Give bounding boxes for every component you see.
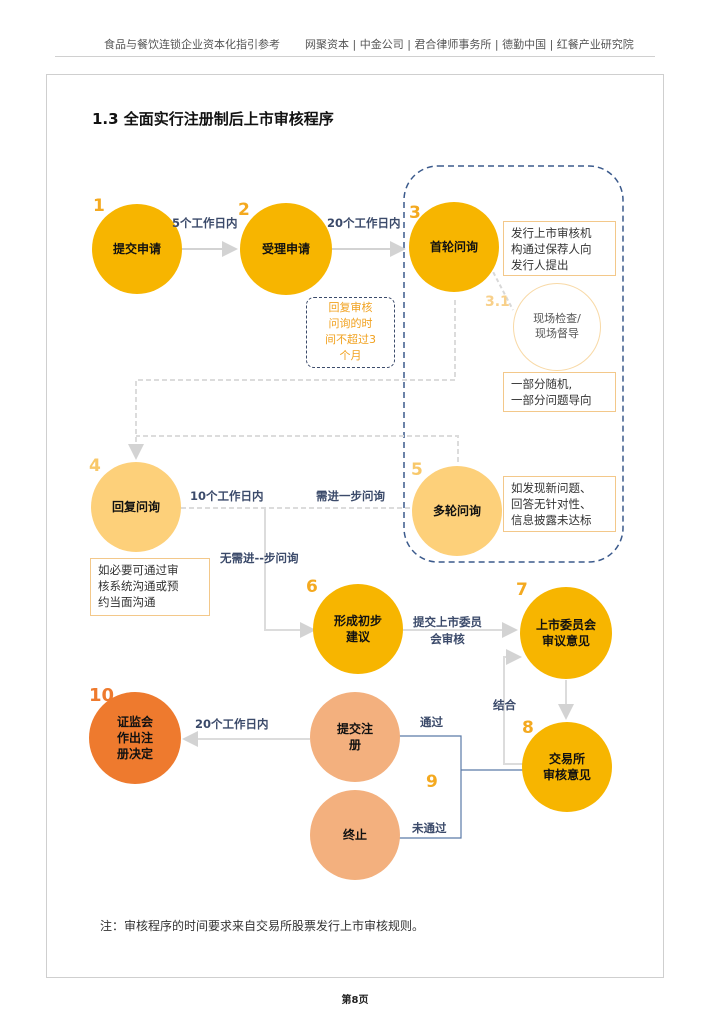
edge-label-9-10: 20个工作日内 xyxy=(195,717,269,731)
edge-label-1-2: 5个工作日内 xyxy=(172,216,238,230)
node-label: 多轮问询 xyxy=(432,503,481,518)
page-title: 1.3 全面实行注册制后上市审核程序 xyxy=(92,110,334,128)
node-exchange-review-opinion: 交易所 审核意见 xyxy=(522,722,612,812)
node-listing-committee-opinion: 上市委员会 审议意见 xyxy=(520,587,612,679)
footnote: 注：审核程序的时间要求来自交易所股票发行上市审核规则。 xyxy=(100,919,425,933)
node-label: 提交注 册 xyxy=(336,721,373,752)
node-submit-registration: 提交注 册 xyxy=(310,692,400,782)
node-label: 回复问询 xyxy=(111,499,160,514)
node-label: 形成初步 建议 xyxy=(333,613,382,644)
node-submit-application: 提交申请 xyxy=(92,204,182,294)
step-number-3-1: 3.1 xyxy=(485,294,510,310)
step-number-6: 6 xyxy=(306,577,318,597)
header-left: 食品与餐饮连锁企业资本化指引参考 xyxy=(104,38,280,51)
page-number: 第8页 xyxy=(341,995,369,1006)
header-right: 网聚资本 | 中金公司 | 君合律师事务所 | 德勤中国 | 红餐产业研究院 xyxy=(305,38,634,51)
node-onsite-inspection: 现场检查/ 现场督导 xyxy=(513,283,601,371)
step-number-4: 4 xyxy=(89,456,101,476)
node-label: 提交申请 xyxy=(112,241,161,256)
note-reply-time-limit: 回复审核 问询的时 间不超过3 个月 xyxy=(306,297,395,368)
node-csrc-registration-decision: 证监会 作出注 册决定 xyxy=(89,692,181,784)
edge-4-6 xyxy=(264,508,316,638)
step-number-3: 3 xyxy=(409,203,421,223)
step-number-1: 1 xyxy=(93,196,105,216)
inquiry-group-box xyxy=(403,165,624,563)
step-number-8: 8 xyxy=(522,718,534,738)
content-frame xyxy=(46,74,664,978)
edge-3-31 xyxy=(489,265,514,311)
node-label: 上市委员会 审议意见 xyxy=(535,617,596,648)
node-preliminary-recommendation: 形成初步 建议 xyxy=(313,584,403,674)
node-multi-round-inquiry: 多轮问询 xyxy=(412,466,502,556)
node-first-inquiry: 首轮问询 xyxy=(409,202,499,292)
note-multi-round: 如发现新问题、 回答无针对性、 信息披露未达标 xyxy=(503,476,616,532)
step-number-9: 9 xyxy=(426,772,438,792)
node-label: 现场检查/ 现场督导 xyxy=(533,312,581,340)
edge-label-6-7: 提交上市委员 会审核 xyxy=(413,615,482,646)
edge-label-4-5-time: 10个工作日内 xyxy=(190,489,264,503)
node-label: 受理申请 xyxy=(261,241,310,256)
step-number-5: 5 xyxy=(411,460,423,480)
note-onsite-inspection: 一部分随机, 一部分问题导向 xyxy=(503,372,616,412)
node-label: 证监会 作出注 册决定 xyxy=(116,714,153,762)
edge-label-pass: 通过 xyxy=(420,715,443,729)
edge-3-4 xyxy=(128,300,456,460)
header-divider xyxy=(55,56,655,57)
node-label: 交易所 审核意见 xyxy=(542,751,591,782)
step-number-2: 2 xyxy=(238,200,250,220)
node-terminate: 终止 xyxy=(310,790,400,880)
edge-label-4-5-condition: 需进一步问询 xyxy=(316,489,385,503)
node-reply-inquiry: 回复问询 xyxy=(91,462,181,552)
edge-label-4-6: 无需进--步问询 xyxy=(220,551,299,565)
decision-bracket xyxy=(399,735,462,839)
edge-label-2-3: 20个工作日内 xyxy=(327,216,401,230)
note-first-inquiry: 发行上市审核机 构通过保荐人向 发行人提出 xyxy=(503,221,616,276)
note-reply-inquiry: 如必要可通过审 核系统沟通或预 约当面沟通 xyxy=(90,558,210,616)
edge-label-fail: 未通过 xyxy=(412,821,447,835)
node-label: 终止 xyxy=(342,827,367,842)
edge-label-combine: 结合 xyxy=(493,698,516,712)
node-label: 首轮问询 xyxy=(429,239,478,254)
step-number-7: 7 xyxy=(516,580,528,600)
edge-8-7 xyxy=(503,649,524,765)
node-accept-application: 受理申请 xyxy=(240,203,332,295)
edge-5-4 xyxy=(136,435,459,462)
